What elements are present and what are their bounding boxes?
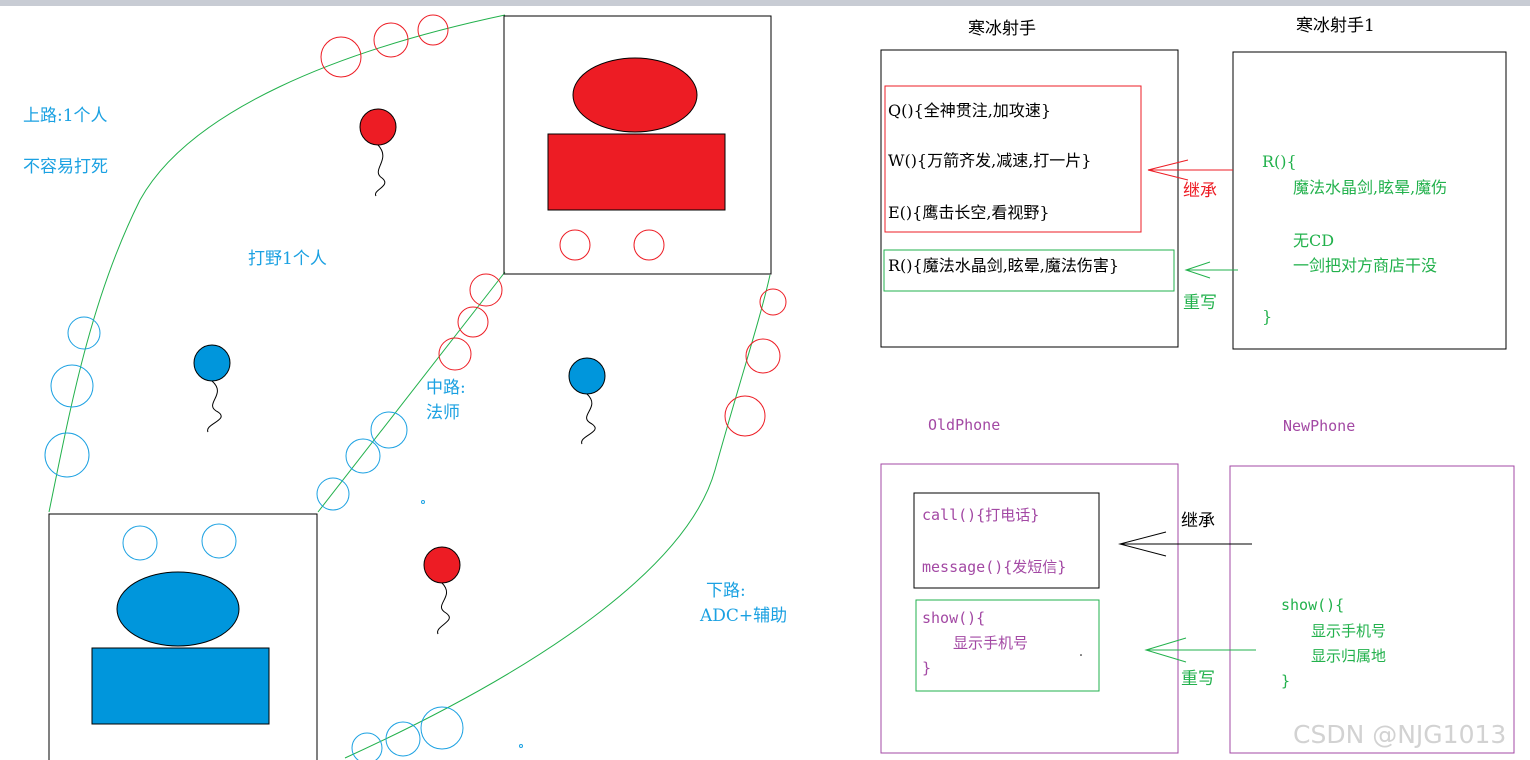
mid-lane-path xyxy=(317,271,506,513)
red-mid-tower-2 xyxy=(457,306,489,338)
blue-base-crystal xyxy=(116,571,240,647)
phone-child-show-open: show(){ xyxy=(1281,596,1344,614)
mid-lane-role: 法师 xyxy=(426,403,460,423)
csdn-watermark: CSDN @NJG1013 xyxy=(1293,720,1506,749)
hero-child-title: 寒冰射手1 xyxy=(1296,16,1375,36)
phone-child-show-close: } xyxy=(1281,672,1290,690)
bot-lane-role: ADC+辅助 xyxy=(699,606,787,626)
blue-top-tower-2 xyxy=(50,364,94,408)
phone-override-arrow xyxy=(1144,637,1256,663)
hero-child-r-close: } xyxy=(1262,307,1272,326)
phone-call-method: call(){打电话} xyxy=(922,506,1039,524)
red-top-tower-2 xyxy=(373,22,409,58)
hero-override-arrow xyxy=(1184,261,1238,279)
phone-show-close: } xyxy=(922,659,931,677)
hero-parent-title: 寒冰射手 xyxy=(968,19,1036,39)
phone-inherited-methods-box xyxy=(913,492,1100,589)
top-border xyxy=(0,0,1530,6)
blue-top-tower-3 xyxy=(44,432,90,478)
blue-bot-tower-1 xyxy=(351,732,383,760)
hero-child-box xyxy=(1232,51,1507,350)
hero-override-label: 重写 xyxy=(1183,293,1217,313)
hero-parent-box xyxy=(880,49,1179,348)
hero-e-skill: E(){鹰击长空,看视野} xyxy=(888,203,1050,222)
phone-override-label: 重写 xyxy=(1181,669,1215,689)
hero-diagram: 寒冰射手 寒冰射手1 Q(){全神贯注,加攻速} W(){万箭齐发,减速,打一片… xyxy=(880,16,1507,350)
phone-inherit-label: 继承 xyxy=(1181,511,1215,531)
red-base-tower-left xyxy=(559,229,591,261)
phone-child-box xyxy=(1229,465,1515,754)
hero-child-r-open: R(){ xyxy=(1262,152,1297,171)
red-balloon-top xyxy=(359,108,397,197)
phone-dot xyxy=(1080,654,1082,656)
phone-show-open: show(){ xyxy=(922,609,985,627)
phone-parent-box xyxy=(880,463,1179,754)
blue-base-tower-right xyxy=(201,523,237,559)
blue-bot-tower-2 xyxy=(385,721,421,757)
blue-base-building xyxy=(91,647,270,725)
phone-child-title: NewPhone xyxy=(1283,417,1355,435)
red-base-crystal xyxy=(572,57,698,133)
hero-child-r-line3: 一剑把对方商店干没 xyxy=(1293,256,1437,275)
blue-mid-tower-2 xyxy=(345,438,381,474)
moba-map: 上路:1个人 不容易打死 打野1个人 中路: 法师 下路: ADC+辅助 xyxy=(23,14,787,760)
blue-balloon-left xyxy=(193,344,231,433)
red-base-tower-right xyxy=(633,229,665,261)
phone-message-method: message(){发短信} xyxy=(922,558,1066,576)
phone-overridden-method-box xyxy=(915,599,1100,692)
red-base-building xyxy=(547,133,726,211)
blue-mid-tower-3 xyxy=(316,477,350,511)
jungle-label: 打野1个人 xyxy=(248,249,327,269)
hero-inherit-arrow xyxy=(1147,159,1233,181)
phone-parent-title: OldPhone xyxy=(928,416,1000,434)
blue-base xyxy=(48,513,318,760)
mid-lane-label: 中路: xyxy=(426,378,466,398)
red-balloon-bottom xyxy=(423,546,461,635)
phone-show-body: 显示手机号 xyxy=(953,634,1028,652)
top-lane-label: 上路:1个人 xyxy=(23,106,108,126)
blue-balloon-right xyxy=(568,357,606,445)
red-bot-tower-3 xyxy=(724,395,766,437)
blue-top-tower-1 xyxy=(67,316,101,350)
top-lane-path xyxy=(48,14,506,513)
hero-w-skill: W(){万箭齐发,减速,打一片} xyxy=(888,151,1091,170)
bot-lane-path xyxy=(344,274,771,759)
phone-child-show-line2: 显示归属地 xyxy=(1311,647,1386,665)
top-lane-note: 不容易打死 xyxy=(23,157,108,177)
hero-child-r-line1: 魔法水晶剑,眩晕,魔伤 xyxy=(1293,178,1447,197)
red-top-tower-1 xyxy=(320,36,362,78)
hero-inherited-skills-box xyxy=(884,85,1142,233)
red-top-tower-3 xyxy=(417,14,449,46)
bot-lane-label: 下路: xyxy=(706,581,746,601)
red-bot-tower-2 xyxy=(745,338,781,374)
hero-child-r-line2: 无CD xyxy=(1293,231,1334,250)
hero-overridden-skill-box xyxy=(883,249,1175,292)
phone-inherit-arrow xyxy=(1118,531,1252,557)
hero-inherit-label: 继承 xyxy=(1183,181,1217,201)
map-dot xyxy=(421,500,425,504)
blue-base-tower-left xyxy=(122,525,158,561)
hero-r-skill: R(){魔法水晶剑,眩晕,魔法伤害} xyxy=(888,256,1119,275)
blue-mid-tower-1 xyxy=(370,411,408,449)
red-mid-tower-3 xyxy=(438,337,472,371)
red-bot-tower-1 xyxy=(759,288,787,316)
red-mid-tower-1 xyxy=(469,273,503,307)
phone-diagram: OldPhone NewPhone call(){打电话} message(){… xyxy=(880,416,1515,754)
phone-child-show-line1: 显示手机号 xyxy=(1311,622,1386,640)
map-dot xyxy=(519,744,523,748)
red-base xyxy=(503,15,772,275)
blue-bot-tower-3 xyxy=(420,706,464,750)
hero-q-skill: Q(){全神贯注,加攻速} xyxy=(888,101,1051,120)
